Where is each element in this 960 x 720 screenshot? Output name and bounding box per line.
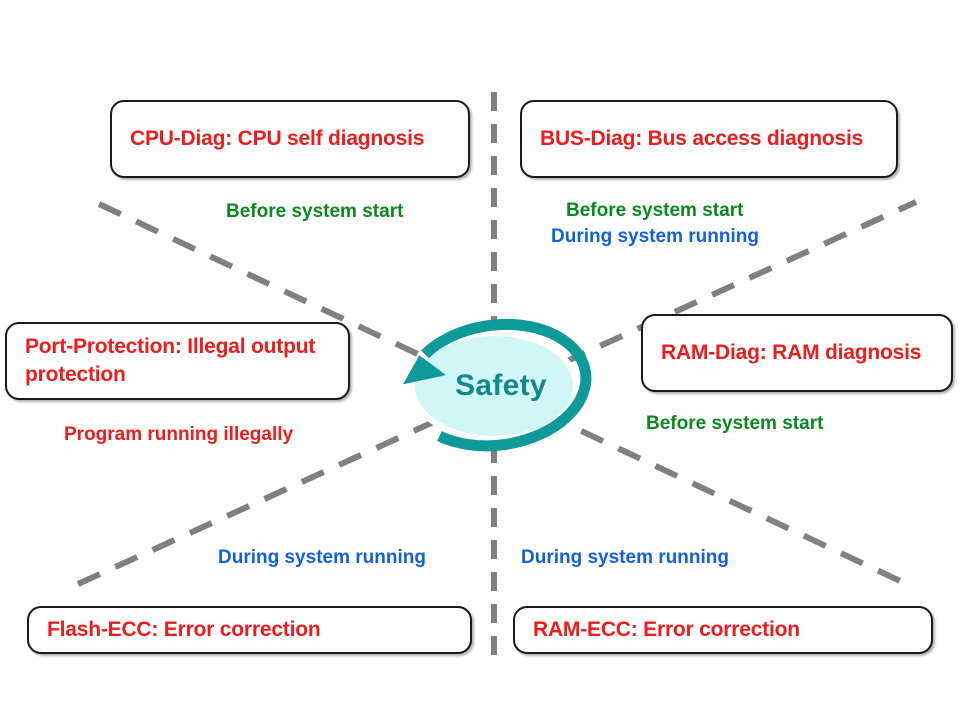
box-bus-diag[interactable]: BUS-Diag: Bus access diagnosis: [520, 100, 898, 178]
box-port-protection[interactable]: Port-Protection: Illegal output protecti…: [5, 322, 350, 400]
safety-ellipse: [409, 330, 579, 442]
box-flash-ecc[interactable]: Flash-ECC: Error correction: [27, 606, 472, 654]
annotation-flash-timing: During system running: [218, 547, 426, 568]
box-ram-ecc[interactable]: RAM-ECC: Error correction: [513, 606, 933, 654]
box-cpu-diag[interactable]: CPU-Diag: CPU self diagnosis: [110, 100, 470, 178]
annotation-ramecc-timing: During system running: [521, 547, 729, 568]
annotation-port-timing: Program running illegally: [64, 424, 294, 445]
annotation-ram-timing: Before system start: [646, 413, 824, 434]
annotation-bus-timing-during: During system running: [551, 226, 759, 247]
annotation-bus-timing-before: Before system start: [566, 200, 744, 221]
circular-arrow-icon: [402, 318, 592, 452]
safety-hub: Safety: [403, 330, 585, 442]
annotation-cpu-timing: Before system start: [226, 201, 404, 222]
safety-hub-label: Safety: [455, 369, 547, 402]
diagonal-line-tl-br: [97, 201, 917, 591]
box-ram-diag[interactable]: RAM-Diag: RAM diagnosis: [641, 314, 953, 392]
